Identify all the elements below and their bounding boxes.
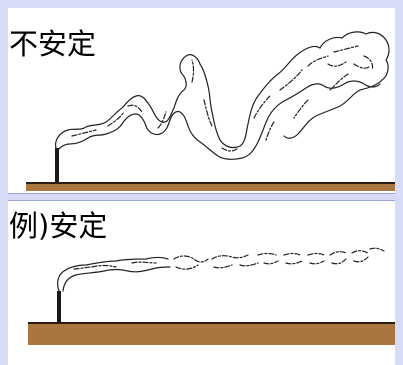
- stable-ground-edge: [28, 322, 395, 324]
- unstable-panel: 不安定: [8, 8, 395, 193]
- unstable-smoke-plume: [55, 31, 390, 160]
- unstable-ground-edge: [26, 182, 395, 184]
- unstable-plume-illustration: [26, 31, 395, 191]
- panel-divider: [8, 193, 395, 201]
- unstable-chimney: [55, 148, 59, 183]
- stable-plume-illustration: [28, 247, 395, 345]
- stable-chimney: [57, 291, 61, 323]
- stable-ground: [28, 323, 395, 345]
- stable-panel: 例)安定: [8, 201, 395, 365]
- stable-smoke-plume: [57, 247, 385, 292]
- unstable-label: 不安定: [9, 27, 97, 61]
- unstable-ground: [26, 183, 395, 191]
- stable-label: 例)安定: [9, 209, 108, 243]
